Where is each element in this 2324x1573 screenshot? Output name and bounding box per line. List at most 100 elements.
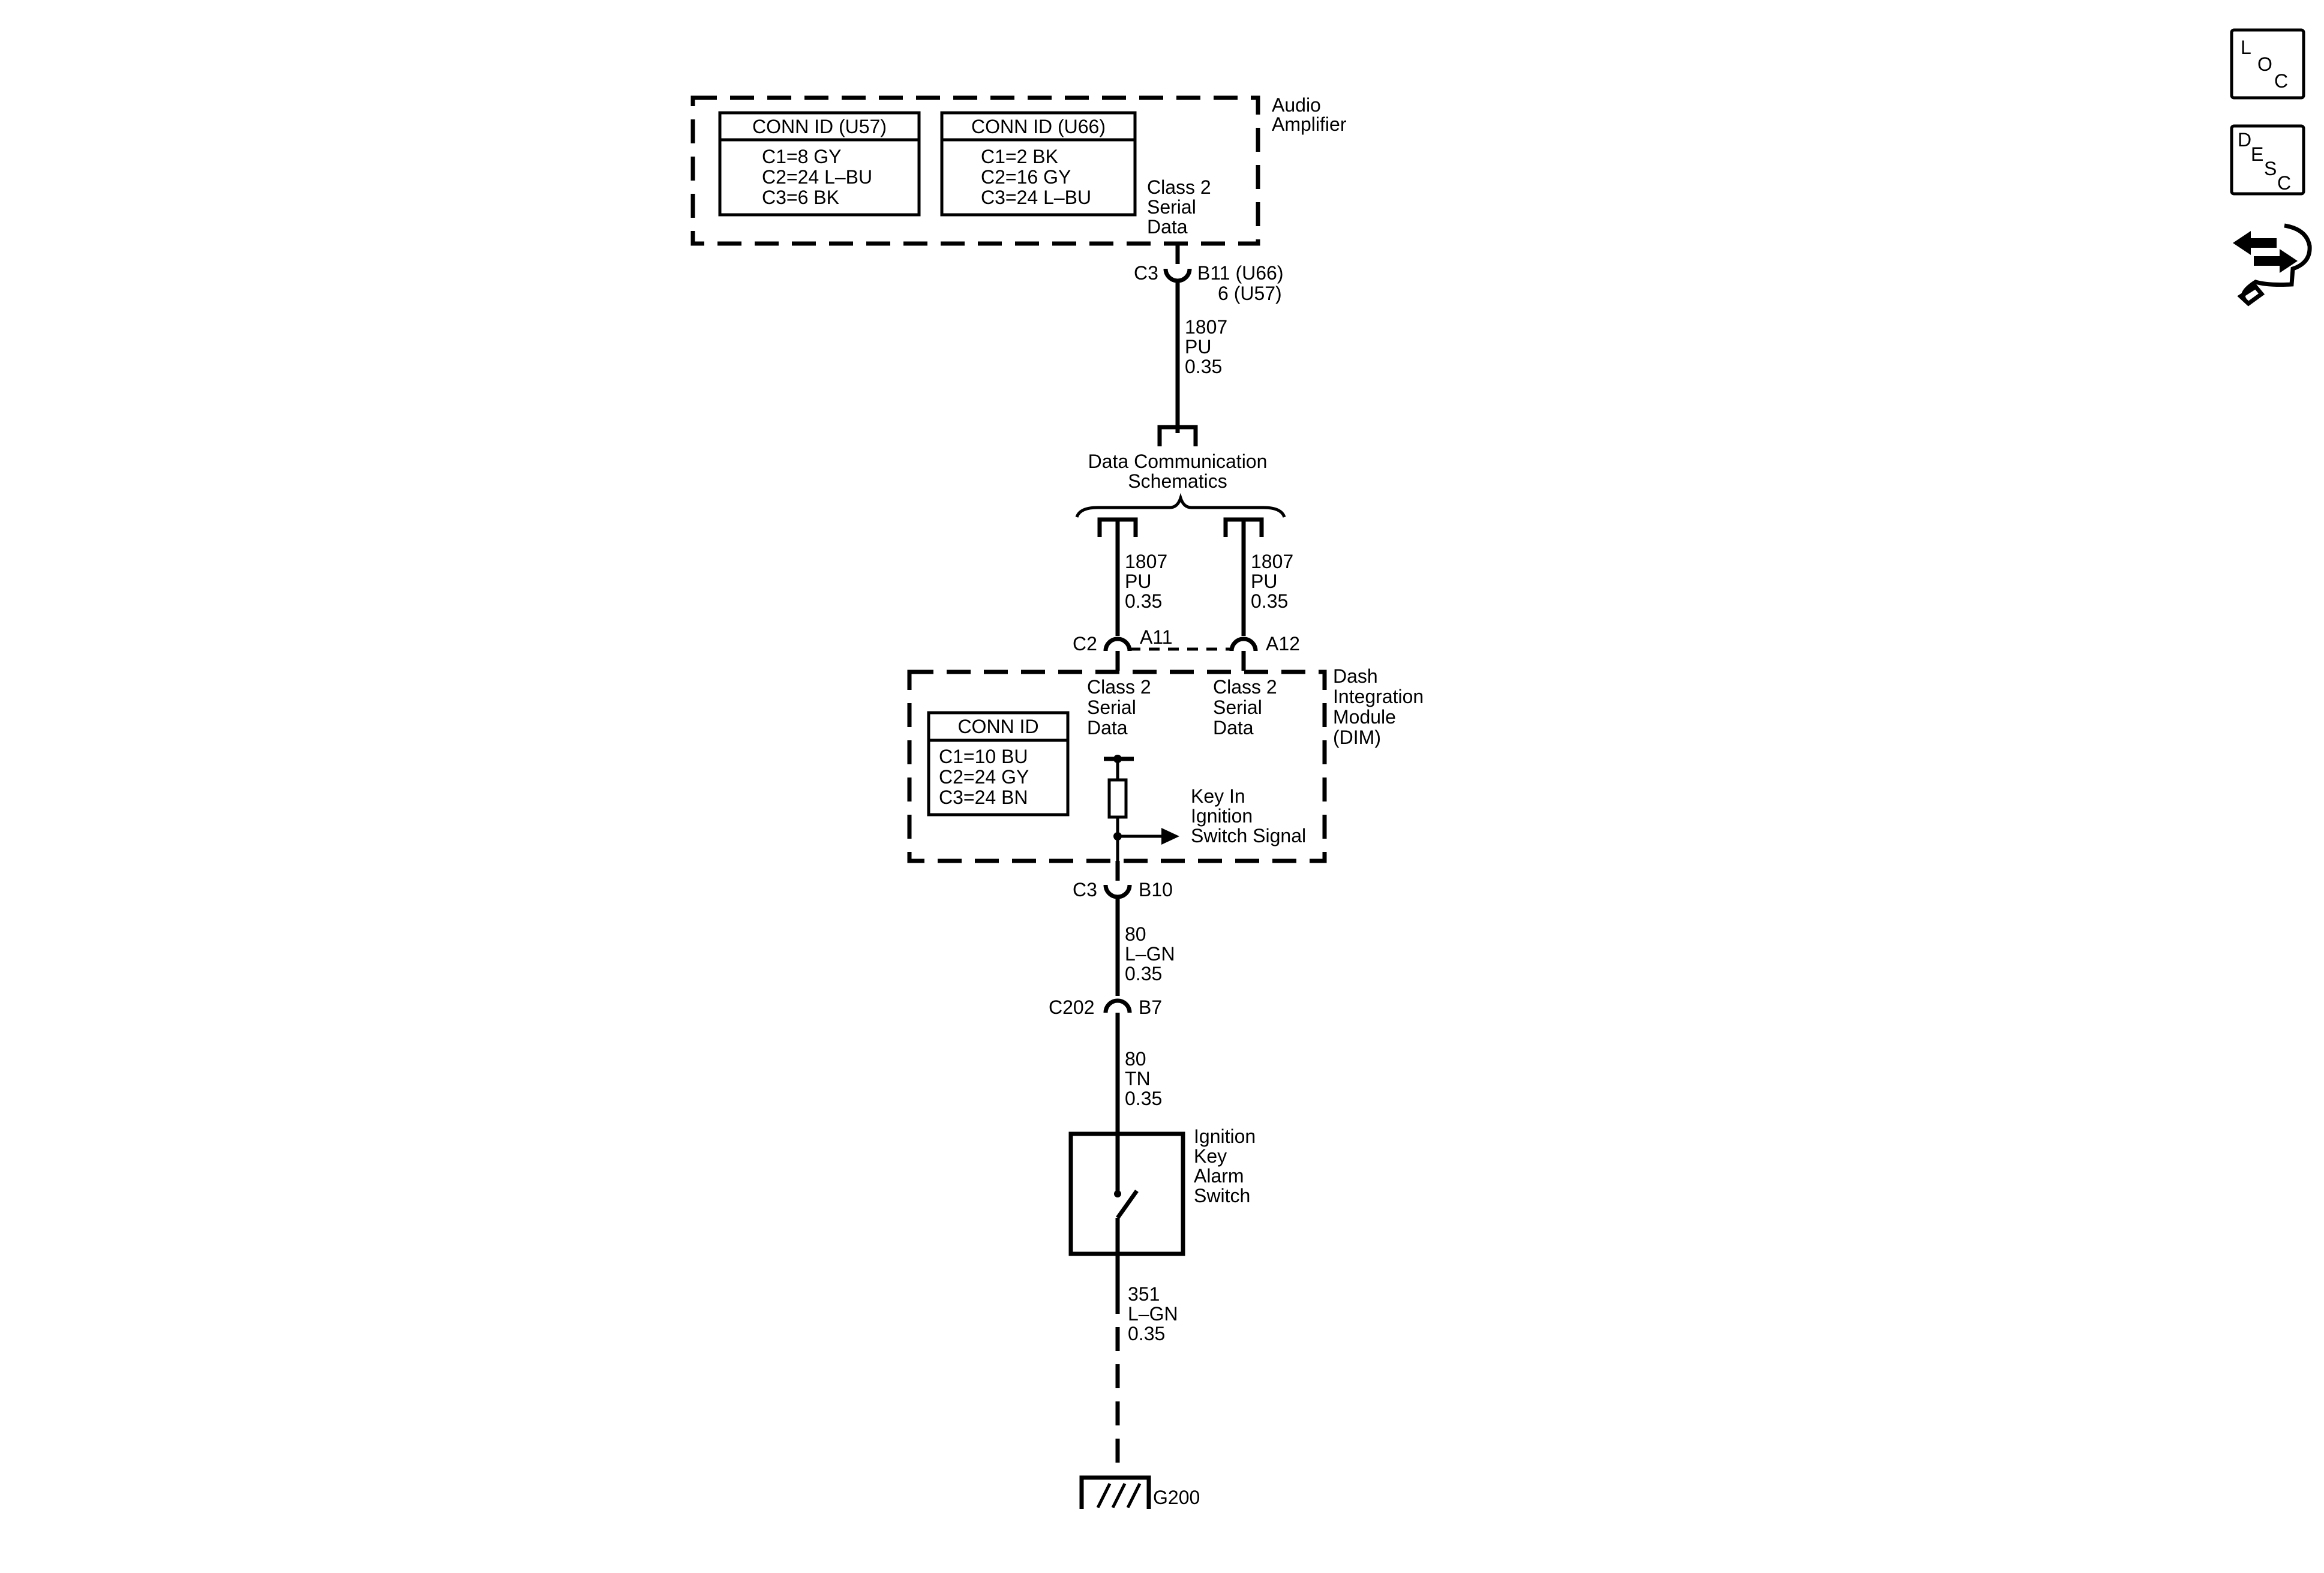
conn-id-table-u66: CONN ID (U66) C1=2 BK C2=16 GY C3=24 L–B… [940,111,1137,217]
c202-connector-label: C202 [1049,996,1095,1018]
description-d: D [2238,129,2251,151]
wire-left-circuit: 1807 [1125,551,1167,572]
location-c: C [2274,70,2288,92]
amp-connector-label: C3 [1134,262,1158,284]
wire-80-lgn: 80 L–GN 0.35 [1125,923,1175,984]
ground-g200: G200 [1079,1475,1200,1509]
dim-pin-left: A11 [1140,626,1173,648]
dash-integration-module: Dash Integration Module (DIM) Class 2 Se… [907,665,1424,873]
dim-right-pin-label-2: Serial [1213,697,1262,718]
audio-amplifier-outline [690,95,1260,246]
wire-1807-right: 1807 PU 0.35 [1251,551,1293,612]
wire-left-color: PU [1125,571,1151,592]
wire-right-gauge: 0.35 [1251,590,1288,612]
dim-internal-circuit: Key In Ignition Switch Signal [1104,755,1306,873]
wire-right-color: PU [1251,571,1277,592]
repair-procedure-icon [2233,223,2312,307]
dim-signal-label-1: Key In [1191,785,1245,807]
dim-conn-id-c3: C3=24 BN [939,786,1028,808]
schematic-brace [1075,493,1286,518]
dim-name-1: Dash [1333,665,1378,687]
description-c: C [2277,172,2291,194]
wire-amp-color: PU [1185,336,1211,358]
description-icon [2230,124,2305,196]
dim-pin-right: A12 [1266,633,1300,655]
wire-80-tn-color: TN [1125,1068,1151,1089]
wire-right-circuit: 1807 [1251,551,1293,572]
dim-bottom-pin: B10 [1139,879,1173,900]
wire-351-circuit: 351 [1128,1283,1160,1305]
conn-id-u66-title: CONN ID (U66) [971,116,1106,137]
wire-amp-gauge: 0.35 [1185,356,1222,377]
dim-conn-id-c1: C1=10 BU [939,746,1028,767]
conn-id-table-u57: CONN ID (U57) C1=8 GY C2=24 L–BU C3=6 BK [718,111,921,217]
switch-name-1: Ignition [1194,1125,1256,1147]
dim-signal-label-2: Ignition [1191,805,1253,827]
wire-351-gauge: 0.35 [1128,1323,1165,1344]
conn-id-u66-c2: C2=16 GY [981,166,1071,188]
dim-outline [907,670,1327,863]
location-icon [2230,28,2305,100]
dim-connector-label: C2 [1073,633,1097,655]
amp-connector-c3: C3 B11 (U66) 6 (U57) [1134,244,1283,433]
dim-name-2: Integration [1333,686,1424,707]
amp-connector-pin-2: 6 (U57) [1218,283,1282,304]
dim-left-pin-label-2: Serial [1087,697,1136,718]
wire-amp-circuit: 1807 [1185,316,1227,338]
description-e: E [2251,143,2263,165]
dim-left-pin-label-1: Class 2 [1087,676,1151,698]
conn-id-u57-c2: C2=24 L–BU [762,166,872,188]
dim-conn-id-table: CONN ID C1=10 BU C2=24 GY C3=24 BN [927,711,1070,816]
conn-id-u57-title: CONN ID (U57) [752,116,887,137]
switch-outline [1068,1131,1185,1256]
conn-id-u66-c3: C3=24 L–BU [981,187,1091,208]
wire-351-lgn: 351 L–GN 0.35 [1128,1283,1178,1344]
switch-contact [1116,1189,1139,1220]
wire-80-tn-gauge: 0.35 [1125,1088,1162,1109]
dim-conn-id-title: CONN ID [957,716,1038,737]
audio-amplifier: Audio Amplifier CONN ID (U57) C1=8 GY C2… [690,94,1347,246]
inline-connector-c202: C202 B7 [1049,996,1162,1134]
ground-label: G200 [1153,1487,1200,1508]
amp-pin-label-3: Data [1147,216,1188,238]
ignition-key-alarm-switch: Ignition Key Alarm Switch [1068,1125,1256,1290]
wire-1807-amp: 1807 PU 0.35 [1185,316,1227,377]
wire-80-lgn-color: L–GN [1125,943,1175,965]
signal-arrow [1161,828,1179,845]
location-o: O [2257,53,2272,75]
data-communication-schematics-reference[interactable]: Data Communication Schematics [1088,451,1268,492]
switch-name-2: Key [1194,1145,1227,1167]
conn-id-u57-c3: C3=6 BK [762,187,839,208]
c202-pin: B7 [1139,996,1162,1018]
schematic-link-top [1157,425,1198,446]
conn-id-u66-c1: C1=2 BK [981,146,1058,167]
location-button[interactable]: L O C [2230,28,2305,100]
description-button[interactable]: D E S C [2230,124,2305,196]
dim-connector-c2: C2 A11 A12 [1073,626,1300,671]
wire-1807-left: 1807 PU 0.35 [1125,551,1167,612]
location-l: L [2241,37,2251,58]
wire-left-gauge: 0.35 [1125,590,1162,612]
wire-351-color: L–GN [1128,1303,1178,1325]
resistor [1107,778,1128,819]
dcs-line-1: Data Communication [1088,451,1268,472]
dim-bottom-connector-label: C3 [1073,879,1097,900]
audio-amplifier-name-2: Amplifier [1272,113,1347,135]
wire-80-lgn-circuit: 80 [1125,923,1146,945]
dim-left-pin-label-3: Data [1087,717,1128,739]
dim-signal-label-3: Switch Signal [1191,825,1306,846]
dim-name-3: Module [1333,706,1396,728]
repair-procedure-button[interactable] [2233,223,2312,307]
conn-id-u57-c1: C1=8 GY [762,146,842,167]
amp-connector-pin-1: B11 (U66) [1197,262,1283,284]
description-s: S [2264,158,2277,179]
dim-right-pin-label-1: Class 2 [1213,676,1277,698]
ground-icon [1079,1475,1151,1509]
wire-80-tn: 80 TN 0.35 [1125,1048,1162,1109]
switch-name-3: Alarm [1194,1165,1244,1187]
amp-pin-label-1: Class 2 [1147,176,1211,198]
wire-80-lgn-gauge: 0.35 [1125,963,1162,984]
dcs-line-2: Schematics [1128,470,1227,492]
amp-pin-label-2: Serial [1147,196,1196,218]
